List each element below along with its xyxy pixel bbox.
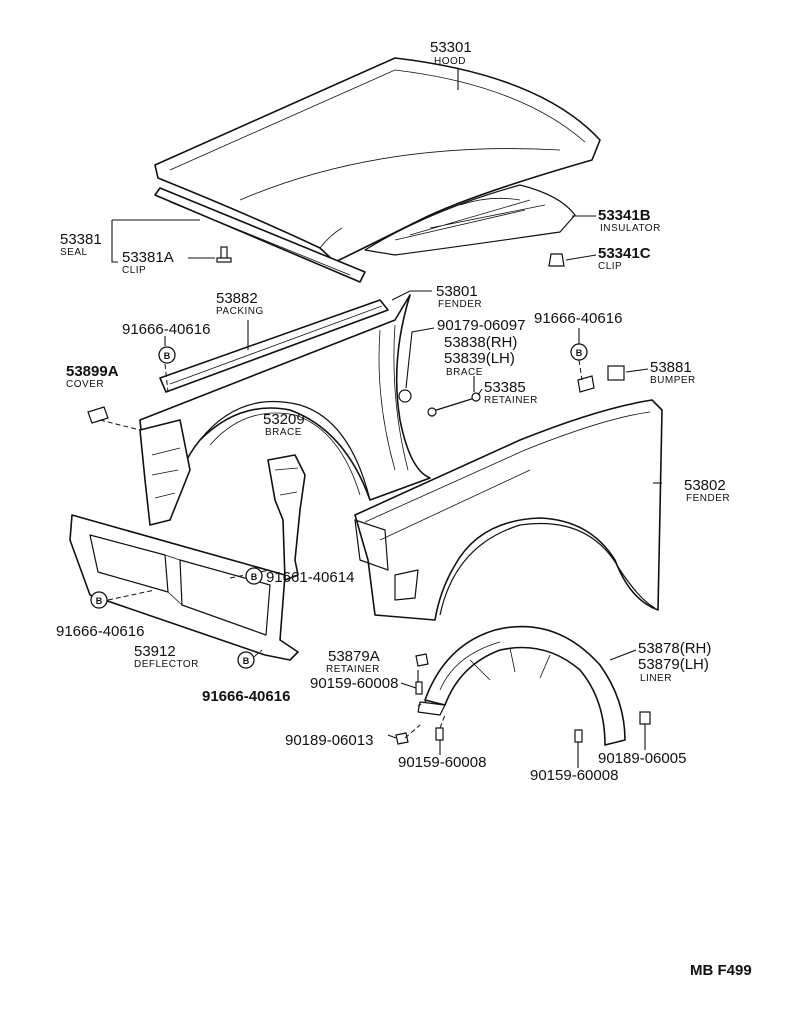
svg-text:91666-40616: 91666-40616 [56, 623, 144, 640]
svg-text:BUMPER: BUMPER [650, 375, 696, 386]
label-90159-60008-1: 90159-60008 [310, 675, 398, 692]
label-91666-2: 91666-40616 [534, 310, 622, 327]
svg-text:RETAINER: RETAINER [326, 664, 380, 675]
svg-text:53912: 53912 [134, 643, 176, 660]
label-53878: 53878(RH) [638, 640, 711, 657]
svg-text:90159-60008: 90159-60008 [398, 754, 486, 771]
label-53838: 53838(RH) [444, 334, 517, 351]
svg-text:SEAL: SEAL [60, 247, 88, 258]
leader-lines [111, 68, 662, 768]
svg-text:53385: 53385 [484, 379, 526, 396]
label-53381a: 53381A CLIP [122, 249, 174, 276]
label-53209: 53209 BRACE [263, 411, 305, 438]
label-91666-1: 91666-40616 [122, 321, 210, 338]
svg-text:B: B [243, 656, 250, 666]
svg-text:53882: 53882 [216, 290, 258, 307]
brace-53209-drawing [267, 454, 306, 581]
badge-b-2: B [570, 343, 588, 361]
svg-text:CLIP: CLIP [122, 265, 146, 276]
svg-text:91666-40616: 91666-40616 [122, 321, 210, 338]
svg-text:CLIP: CLIP [598, 261, 622, 272]
label-53899a: 53899A COVER [66, 363, 119, 390]
label-53341b: 53341B INSULATOR [598, 207, 661, 234]
badge-b-1: B [158, 346, 176, 364]
label-53839: 53839(LH) BRACE [444, 350, 515, 378]
label-53802: 53802 FENDER [684, 477, 730, 504]
svg-text:BRACE: BRACE [265, 427, 302, 438]
svg-text:FENDER: FENDER [686, 493, 730, 504]
svg-text:53341C: 53341C [598, 245, 651, 262]
label-90189-06005: 90189-06005 [598, 750, 686, 767]
label-53341c: 53341C CLIP [598, 245, 651, 272]
svg-text:53209: 53209 [263, 411, 305, 428]
label-53879: 53879(LH) LINER [638, 656, 709, 684]
svg-text:90159-60008: 90159-60008 [310, 675, 398, 692]
svg-text:91666-40616: 91666-40616 [202, 688, 290, 705]
svg-text:90179-06097: 90179-06097 [437, 317, 525, 334]
fender-53802-drawing [354, 399, 663, 621]
badge-b-3: B [245, 567, 263, 585]
label-53879a: 53879A RETAINER [326, 648, 380, 675]
label-53381: 53381 SEAL [60, 231, 102, 258]
label-90179-06097: 90179-06097 [437, 317, 525, 334]
svg-text:INSULATOR: INSULATOR [600, 223, 661, 234]
seal-drawing [154, 187, 366, 283]
svg-text:BRACE: BRACE [446, 367, 483, 378]
svg-text:HOOD: HOOD [434, 56, 466, 67]
svg-text:FENDER: FENDER [438, 299, 482, 310]
badge-b-4: B [90, 591, 108, 609]
svg-text:53802: 53802 [684, 477, 726, 494]
label-91666-3: 91666-40616 [56, 623, 144, 640]
svg-text:91666-40616: 91666-40616 [534, 310, 622, 327]
hood-drawing [154, 57, 601, 263]
label-90189-06013: 90189-06013 [285, 732, 373, 749]
svg-text:53879A: 53879A [328, 648, 380, 665]
svg-text:RETAINER: RETAINER [484, 395, 538, 406]
svg-text:53381: 53381 [60, 231, 102, 248]
fender-53801-drawing [139, 294, 431, 526]
svg-text:DEFLECTOR: DEFLECTOR [134, 659, 199, 670]
label-53882: 53882 PACKING [216, 290, 264, 317]
clip-53381a-drawing [216, 246, 232, 263]
badge-b-5: B [237, 651, 255, 669]
svg-text:PACKING: PACKING [216, 306, 264, 317]
label-91666-4: 91666-40616 [202, 688, 290, 705]
svg-text:53839(LH): 53839(LH) [444, 350, 515, 367]
label-53301: 53301 HOOD [430, 39, 472, 67]
deflector-drawing [69, 514, 299, 661]
label-53881: 53881 BUMPER [650, 359, 696, 386]
label-90159-60008-3: 90159-60008 [530, 767, 618, 784]
svg-text:90159-60008: 90159-60008 [530, 767, 618, 784]
label-91661-40614: 91661-40614 [266, 569, 354, 586]
svg-text:B: B [251, 572, 258, 582]
svg-text:LINER: LINER [640, 673, 672, 684]
svg-text:53341B: 53341B [598, 207, 651, 224]
svg-text:53878(RH): 53878(RH) [638, 640, 711, 657]
svg-text:53881: 53881 [650, 359, 692, 376]
svg-text:53301: 53301 [430, 39, 472, 56]
packing-drawing [159, 299, 389, 393]
svg-text:53879(LH): 53879(LH) [638, 656, 709, 673]
svg-text:90189-06013: 90189-06013 [285, 732, 373, 749]
clip-53341c-drawing [548, 253, 565, 267]
svg-text:COVER: COVER [66, 379, 104, 390]
label-53385: 53385 RETAINER [484, 379, 538, 406]
label-53912: 53912 DEFLECTOR [134, 643, 199, 670]
svg-text:B: B [164, 351, 171, 361]
svg-text:53801: 53801 [436, 283, 478, 300]
svg-text:91661-40614: 91661-40614 [266, 569, 354, 586]
diagram-code: MB F499 [690, 962, 752, 979]
svg-text:B: B [96, 596, 103, 606]
svg-text:53838(RH): 53838(RH) [444, 334, 517, 351]
svg-text:90189-06005: 90189-06005 [598, 750, 686, 767]
svg-text:53381A: 53381A [122, 249, 174, 266]
liner-drawing [417, 625, 626, 746]
label-90159-60008-2: 90159-60008 [398, 754, 486, 771]
svg-text:53899A: 53899A [66, 363, 119, 380]
svg-text:B: B [576, 348, 583, 358]
label-53801: 53801 FENDER [436, 283, 482, 310]
